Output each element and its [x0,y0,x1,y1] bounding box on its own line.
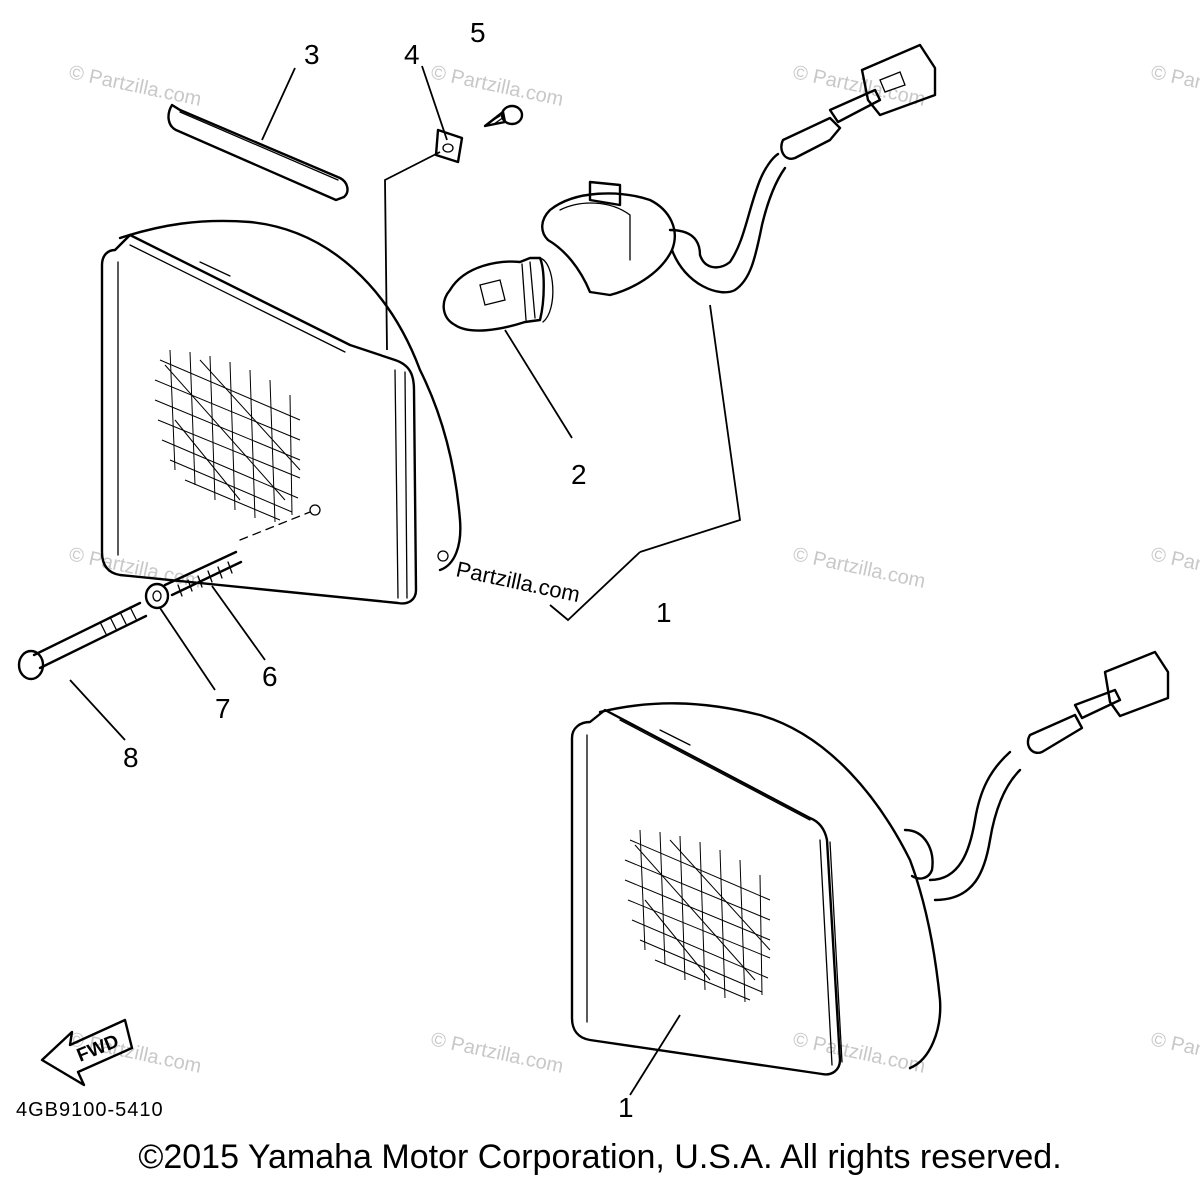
fasteners [17,550,266,741]
callout-1-upper: 1 [656,597,672,628]
watermark-6: © Partzilla.com [791,543,927,593]
watermark-10: © Partzilla.com [791,1028,927,1078]
watermark-9: © Partzilla.com [429,1028,565,1078]
screw [483,104,524,128]
trim-strip [167,67,349,202]
callout-4: 4 [404,39,420,70]
lens-pattern-lower [624,829,771,1003]
bulb [442,256,573,439]
watermark-1: © Partzilla.com [67,61,203,111]
callout-7: 7 [215,693,231,724]
clip [384,65,464,351]
callout-3: 3 [304,39,320,70]
watermark-4: © Partzilla.com [1149,61,1200,111]
callout-8: 8 [123,742,139,773]
lens-pattern-upper [154,349,301,523]
watermark-3: © Partzilla.com [791,61,927,111]
watermarks: © Partzilla.com © Partzilla.com © Partzi… [67,61,1200,1078]
watermark-11: © Partzilla.com [1149,1028,1200,1078]
callout-2: 2 [571,459,587,490]
callout-6: 6 [262,661,278,692]
copyright-notice: ©2015 Yamaha Motor Corporation, U.S.A. A… [138,1138,1062,1176]
watermark-inline-mark [437,550,449,562]
callouts: 3 4 5 2 1 6 7 8 1 [123,17,672,1123]
watermark-2: © Partzilla.com [429,61,565,111]
callout-1-lower: 1 [618,1092,634,1123]
headlight-lower [570,650,1170,1096]
watermark-7: © Partzilla.com [1149,543,1200,593]
socket-harness-upper [541,43,937,622]
watermark-inline: Partzilla.com [454,556,582,607]
callout-5: 5 [470,17,486,48]
watermark-5: © Partzilla.com [67,543,203,593]
part-code: 4GB9100-5410 [16,1099,164,1121]
headlight-upper [100,219,462,605]
